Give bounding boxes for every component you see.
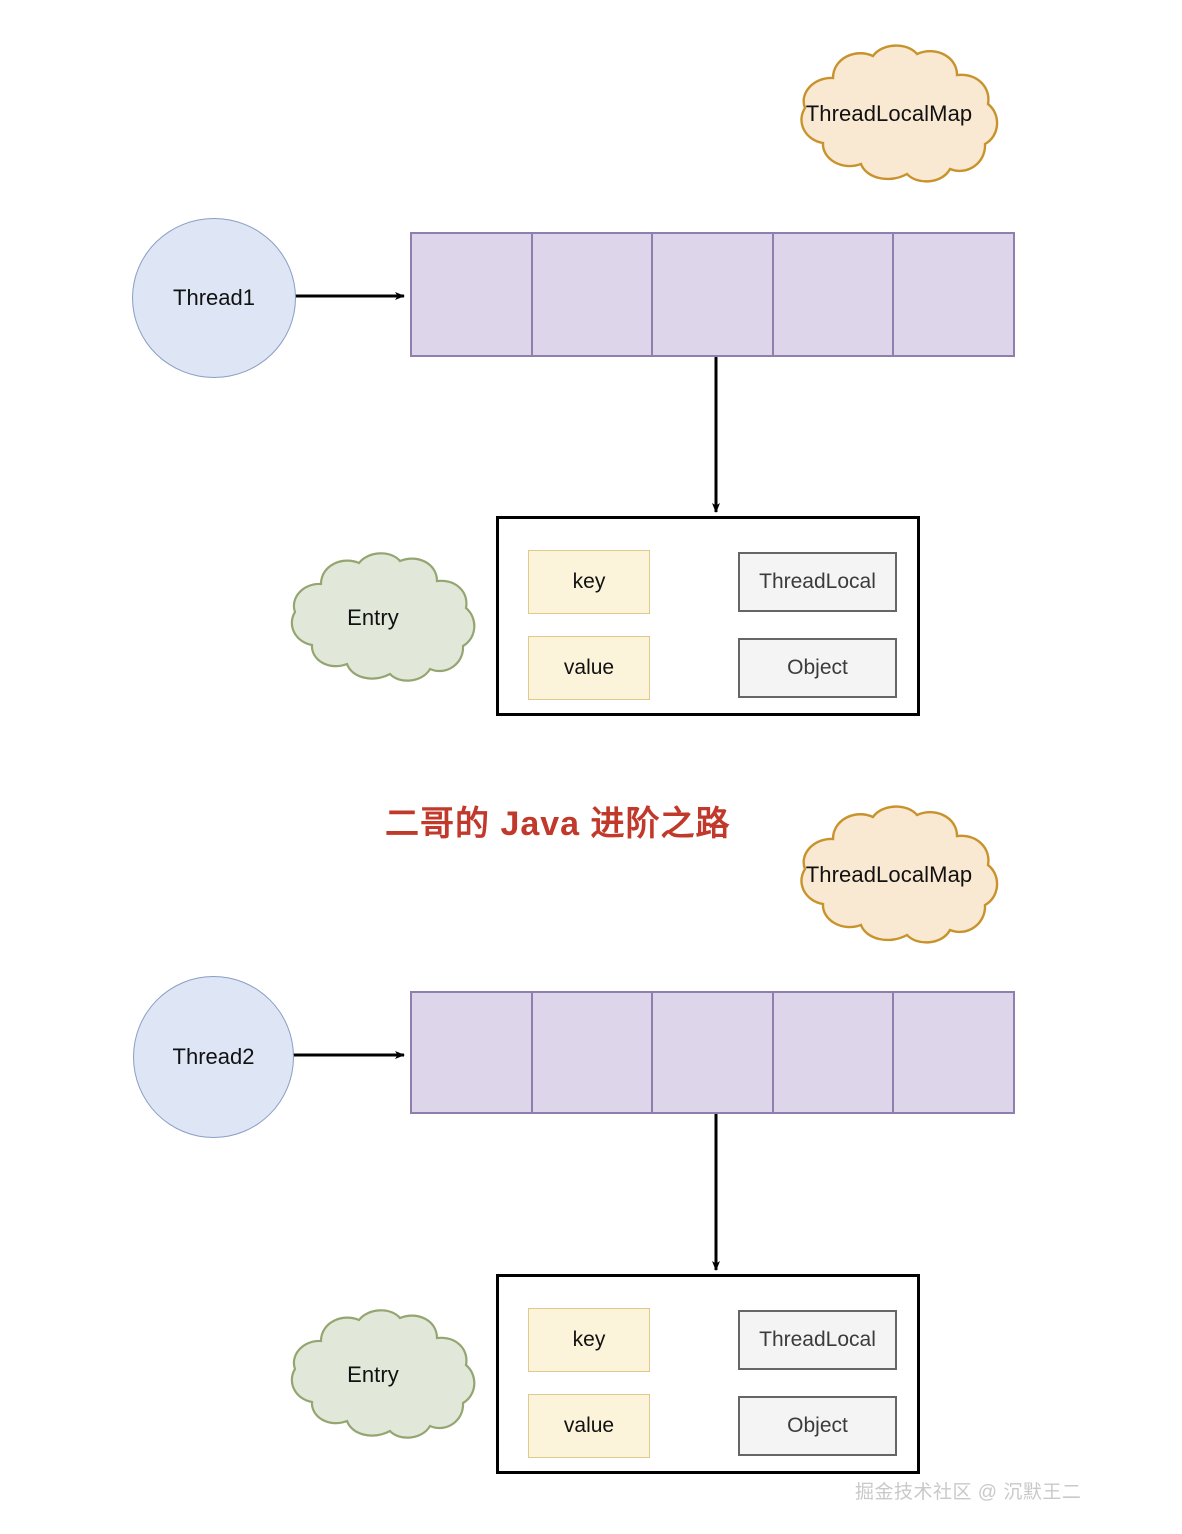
array-slot[interactable] bbox=[653, 234, 774, 355]
entry-target-label: ThreadLocal bbox=[759, 570, 876, 593]
cloud-label: Entry bbox=[347, 1362, 399, 1387]
array-slot[interactable] bbox=[774, 234, 895, 355]
entry-target-object[interactable]: Object bbox=[738, 638, 897, 698]
slot-array-thread1 bbox=[410, 232, 1015, 357]
array-slot[interactable] bbox=[774, 993, 895, 1112]
entry-target-label: Object bbox=[787, 1414, 848, 1437]
entry-field-value[interactable]: value bbox=[528, 1394, 650, 1458]
cloud-shape-icon bbox=[800, 44, 999, 183]
entry-target-object[interactable]: Object bbox=[738, 1396, 897, 1456]
entry-box-thread2: key value ThreadLocal Object bbox=[496, 1274, 920, 1474]
array-slot[interactable] bbox=[894, 993, 1013, 1112]
cloud-label: ThreadLocalMap bbox=[805, 101, 973, 126]
array-slot[interactable] bbox=[653, 993, 774, 1112]
entry-target-threadlocal[interactable]: ThreadLocal bbox=[738, 552, 897, 612]
node-thread2[interactable]: Thread2 bbox=[133, 976, 294, 1138]
cloud-shape-icon bbox=[800, 805, 999, 944]
cloud-entry-1: Entry bbox=[264, 552, 482, 684]
cloud-threadlocalmap-1: ThreadLocalMap bbox=[772, 44, 1006, 184]
entry-field-label: value bbox=[563, 1414, 615, 1437]
array-slot[interactable] bbox=[533, 993, 654, 1112]
slot-array-thread2 bbox=[410, 991, 1015, 1114]
array-slot[interactable] bbox=[412, 234, 533, 355]
thread-label: Thread1 bbox=[173, 285, 255, 310]
cloud-label: Entry bbox=[347, 605, 399, 630]
array-slot[interactable] bbox=[894, 234, 1013, 355]
entry-target-label: Object bbox=[787, 656, 848, 679]
array-slot[interactable] bbox=[412, 993, 533, 1112]
corner-watermark: 掘金技术社区 @ 沉默王二 bbox=[855, 1482, 1082, 1503]
entry-field-value[interactable]: value bbox=[528, 636, 650, 700]
brand-watermark: 二哥的 Java 进阶之路 bbox=[385, 805, 731, 843]
cloud-shape-icon bbox=[290, 1309, 476, 1439]
entry-target-label: ThreadLocal bbox=[759, 1328, 876, 1351]
thread-label: Thread2 bbox=[172, 1044, 255, 1069]
entry-field-key[interactable]: key bbox=[528, 550, 650, 614]
cloud-threadlocalmap-2: ThreadLocalMap bbox=[772, 805, 1006, 945]
entry-box-thread1: key value ThreadLocal Object bbox=[496, 516, 920, 716]
entry-field-label: key bbox=[572, 570, 606, 593]
entry-field-key[interactable]: key bbox=[528, 1308, 650, 1372]
cloud-shape-icon bbox=[290, 552, 476, 682]
array-slot[interactable] bbox=[533, 234, 654, 355]
cloud-entry-2: Entry bbox=[264, 1309, 482, 1441]
node-thread1[interactable]: Thread1 bbox=[132, 218, 296, 378]
entry-field-label: value bbox=[563, 656, 615, 679]
entry-field-label: key bbox=[572, 1328, 606, 1351]
entry-target-threadlocal[interactable]: ThreadLocal bbox=[738, 1310, 897, 1370]
cloud-label: ThreadLocalMap bbox=[805, 862, 973, 887]
